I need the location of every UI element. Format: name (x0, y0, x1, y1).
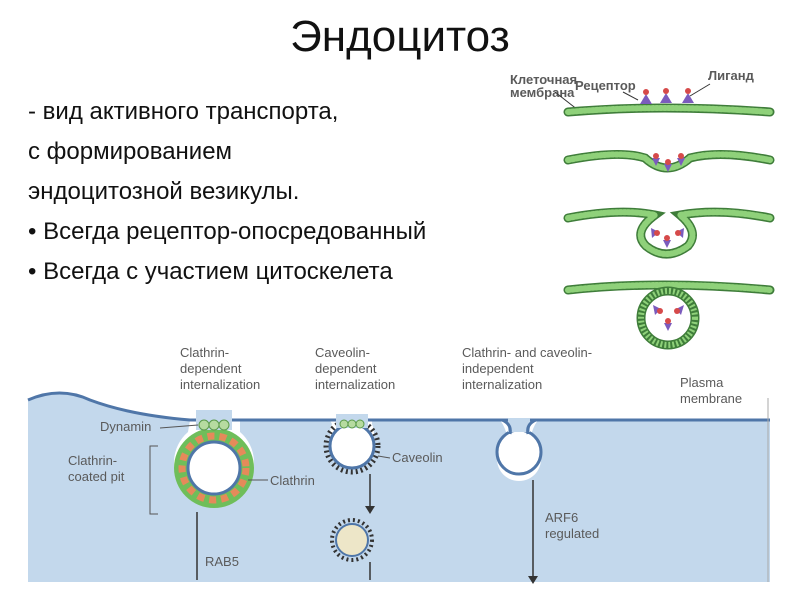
coated-pit-label-1: Clathrin- (68, 453, 117, 468)
stage4-receptors (653, 305, 684, 331)
bullet-cytoskeleton: Всегда с участием цитоскелета (28, 252, 426, 292)
label-cell-membrane-2: мембрана (510, 85, 575, 100)
arf6-label-2: regulated (545, 526, 599, 541)
col1-label-3: internalization (180, 377, 260, 392)
text-line-3: эндоцитозной везикулы. (28, 178, 300, 205)
pointer-ligand (689, 83, 711, 97)
receptor-endocytosis-stages: Клеточная мембрана Рецептор Лиганд (510, 68, 775, 350)
caveolin-arrowhead (365, 506, 375, 514)
clathrin-adaptor-ring (178, 432, 250, 504)
internalization-pathways: Clathrin- dependent internalization Cave… (27, 345, 770, 584)
plasma-membrane-line (27, 391, 770, 422)
col3-label-1: Clathrin- and caveolin- (462, 345, 592, 360)
pit-membrane (186, 440, 242, 496)
col3-label-2: independent (462, 361, 534, 376)
stage2-receptors (652, 153, 685, 172)
independent-pit (495, 428, 543, 476)
cytoplasm-area (28, 393, 770, 582)
label-ligand: Лиганд (708, 68, 755, 83)
label-receptor: Рецептор (575, 78, 636, 93)
col2-label-3: internalization (315, 377, 395, 392)
description-text: - вид активного транспорта, с формирован… (28, 92, 426, 292)
col1-label-2: dependent (180, 361, 242, 376)
dynamin-ring (198, 419, 230, 431)
text-line-1: - вид активного транспорта, (28, 98, 339, 125)
col2-label-2: dependent (315, 361, 377, 376)
caveolin-pointer (377, 455, 391, 459)
bullet-receptor: Всегда рецептор-опосредованный (28, 212, 426, 252)
arf6-label-1: ARF6 (545, 510, 578, 525)
stage1-receptors (640, 88, 694, 104)
caveosome-coat (330, 518, 374, 562)
endocytic-vesicle (638, 288, 698, 348)
stage3-membrane-edge (563, 207, 775, 259)
caveola-membrane (328, 422, 376, 470)
dynamin-label: Dynamin (100, 419, 151, 434)
plasma-membrane-label-2: membrane (680, 391, 742, 406)
coated-pit-bracket (149, 445, 158, 515)
col3-label-3: internalization (462, 377, 542, 392)
caveolin-pit (323, 414, 381, 475)
page-title: Эндоцитоз (290, 12, 510, 61)
caveosome (335, 523, 369, 557)
plasma-membrane-label-1: Plasma (680, 375, 724, 390)
stage1-membrane (565, 105, 773, 115)
col2-label-1: Caveolin- (315, 345, 370, 360)
stage3-receptors (651, 228, 684, 248)
coated-pit-label-2: coated pit (68, 469, 125, 484)
clathrin-label: Clathrin (270, 473, 315, 488)
caveolin-label: Caveolin (392, 450, 443, 465)
text-line-2: с формированием (28, 138, 233, 165)
arf6-arrowhead (528, 576, 538, 584)
label-cell-membrane-1: Клеточная (510, 72, 577, 87)
clathrin-coated-pit (174, 410, 254, 508)
rab5-label: RAB5 (205, 554, 239, 569)
caveola-dynamin (339, 419, 365, 429)
pointer-receptor (622, 91, 639, 101)
dynamin-pointer (159, 424, 199, 429)
independent-neck-fill (508, 418, 530, 432)
independent-neck (501, 418, 537, 435)
stage3-membrane (565, 209, 773, 257)
stage4-membrane (565, 282, 773, 293)
col1-label-1: Clathrin- (180, 345, 229, 360)
